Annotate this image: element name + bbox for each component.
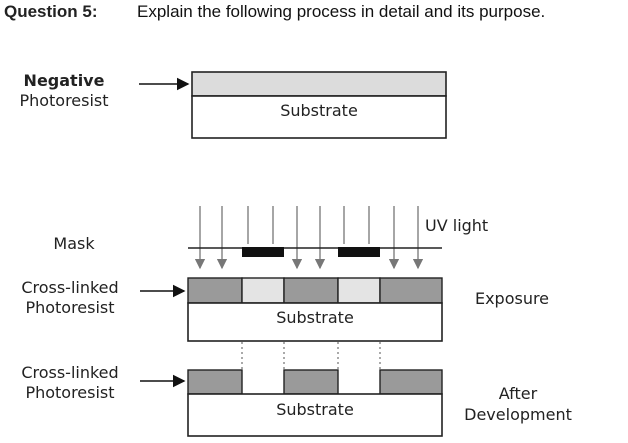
substrate-exposure-label: Substrate <box>276 308 354 327</box>
mask-block <box>242 247 284 257</box>
after-label: After <box>499 384 538 403</box>
crosslinked-segment <box>187 277 243 304</box>
photoresist-layer <box>191 71 447 97</box>
crosslinked-label-development-1: Cross-linked <box>21 363 118 382</box>
substrate-development-label: Substrate <box>276 400 354 419</box>
crosslinked-segment <box>379 277 443 304</box>
crosslinked-label-exposure-2: Photoresist <box>25 298 114 317</box>
crosslinked-segment <box>283 277 339 304</box>
mask-label: Mask <box>53 234 95 253</box>
remaining-resist-block <box>187 369 243 395</box>
substrate-top-label: Substrate <box>280 101 358 120</box>
unexposed-segment <box>241 277 285 304</box>
exposed-resist-layer <box>187 277 443 304</box>
negative-label: Negative <box>24 71 105 90</box>
photoresist-label: Photoresist <box>19 91 108 110</box>
crosslinked-label-development-2: Photoresist <box>25 383 114 402</box>
question-number: Question 5: <box>4 2 98 21</box>
uv-light-label: UV light <box>425 216 488 235</box>
substrate-development <box>187 393 443 437</box>
developed-resist-layer <box>187 369 443 395</box>
remaining-resist-block <box>379 369 443 395</box>
unexposed-segment <box>337 277 381 304</box>
crosslinked-label-exposure-1: Cross-linked <box>21 278 118 297</box>
alignment-guides <box>241 342 381 370</box>
remaining-resist-block <box>283 369 339 395</box>
exposure-stage-label: Exposure <box>475 289 549 308</box>
substrate-top <box>191 95 447 139</box>
substrate-exposure <box>187 302 443 342</box>
uv-arrows <box>194 206 424 270</box>
question-prompt: Explain the following process in detail … <box>137 2 546 21</box>
mask-block <box>338 247 380 257</box>
development-label: Development <box>464 405 572 424</box>
